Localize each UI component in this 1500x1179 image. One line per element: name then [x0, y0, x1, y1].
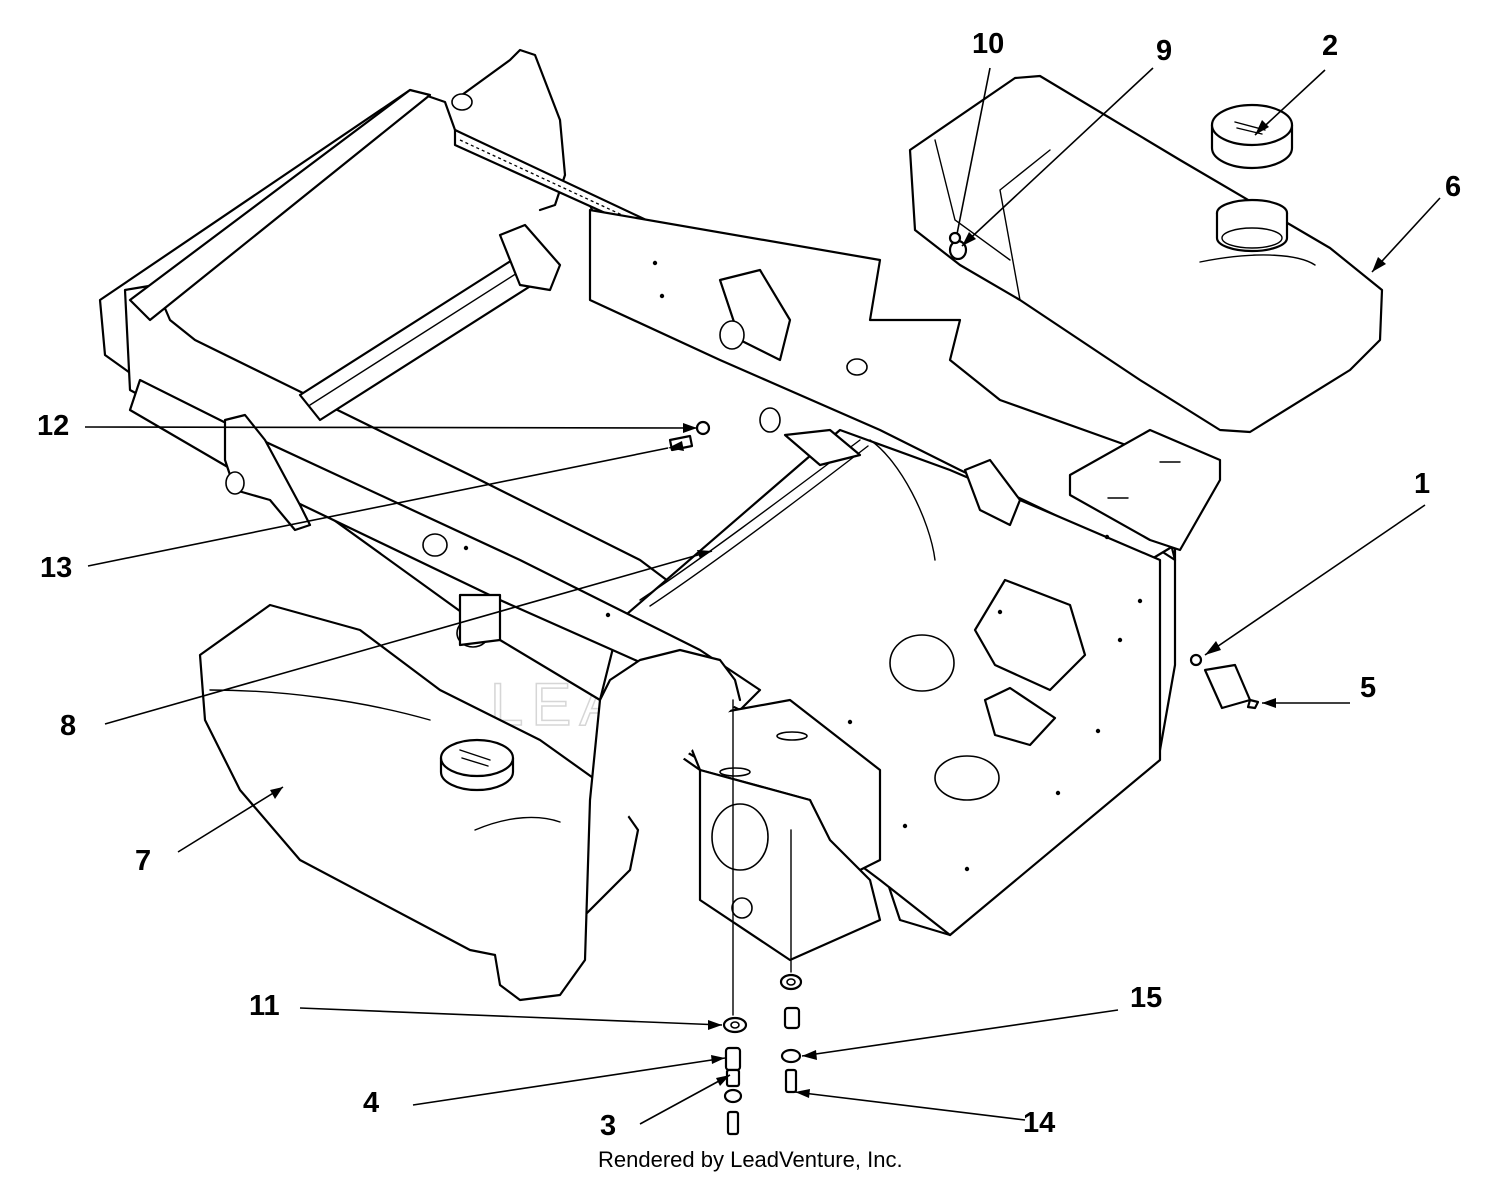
leader-14: [794, 1091, 1026, 1121]
callout-4: 4: [363, 1087, 379, 1119]
leader-2: [1254, 69, 1326, 136]
leader-8: [104, 550, 713, 725]
callout-7: 7: [135, 845, 151, 877]
leader-3: [639, 1074, 731, 1125]
hardware-parts: [668, 231, 1260, 1136]
callout-3: 3: [600, 1110, 616, 1142]
callout-14: 14: [1023, 1107, 1055, 1139]
leader-7: [177, 786, 284, 853]
render-credit: Rendered by LeadVenture, Inc.: [598, 1147, 903, 1172]
callout-6: 6: [1445, 171, 1461, 203]
leader-10: [956, 67, 991, 235]
leader-6: [1371, 197, 1441, 273]
leader-9: [961, 67, 1154, 247]
fuel-cap-right: [1210, 103, 1294, 170]
leader-lines: [84, 67, 1441, 1125]
callout-9: 9: [1156, 35, 1172, 67]
callout-13: 13: [40, 552, 72, 584]
callout-labels: 1 2 3 4 5 6 7 8 9 10 11 12 13 14 15: [37, 28, 1461, 1142]
mower-frame: [98, 48, 1222, 962]
leader-1: [1204, 504, 1426, 656]
leader-11: [299, 1007, 723, 1026]
leader-4: [412, 1057, 726, 1106]
leader-12: [84, 426, 698, 429]
callout-11: 11: [249, 990, 280, 1022]
callout-2: 2: [1322, 30, 1338, 62]
callout-1: 1: [1414, 468, 1430, 500]
callout-10: 10: [972, 28, 1004, 60]
leader-13: [87, 447, 669, 567]
callout-12: 12: [37, 410, 69, 442]
fuel-tank-left: [198, 603, 742, 1002]
callout-15: 15: [1130, 982, 1162, 1014]
leader-15: [801, 1009, 1119, 1057]
callout-5: 5: [1360, 672, 1376, 704]
fuel-tank-right: [908, 74, 1384, 434]
callout-8: 8: [60, 710, 76, 742]
